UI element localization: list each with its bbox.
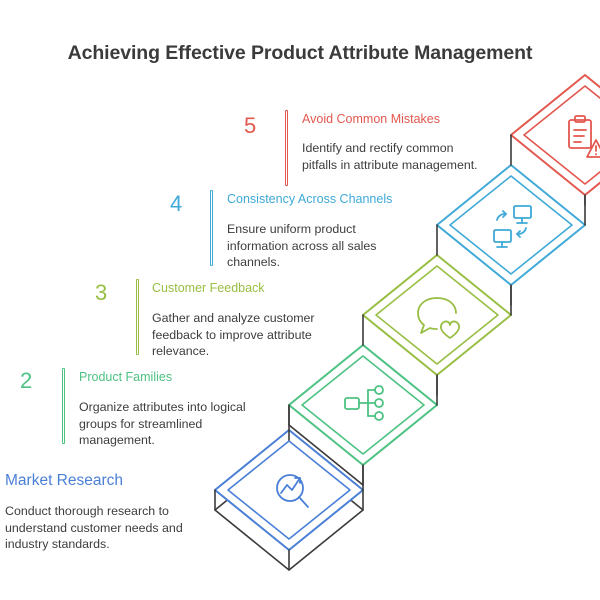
hierarchy-icon xyxy=(344,385,384,421)
stair-step-1 xyxy=(214,429,364,571)
market-research-icon xyxy=(276,474,309,508)
step-3-number: 3 xyxy=(95,280,108,305)
step-1-description: Conduct thorough research to understand … xyxy=(5,504,183,551)
warning-clipboard-icon xyxy=(568,115,600,158)
step-3-accent-bar xyxy=(136,279,139,355)
step-3-heading: Customer Feedback xyxy=(152,281,265,295)
step-4-heading: Consistency Across Channels xyxy=(227,192,393,206)
step-3-description: Gather and analyze customer feedback to … xyxy=(152,311,315,358)
page-title: Achieving Effective Product Attribute Ma… xyxy=(67,42,533,64)
step-2-accent-bar xyxy=(62,368,65,444)
sync-monitors-icon xyxy=(493,205,532,248)
step-2-heading: Product Families xyxy=(79,370,173,384)
step-5-accent-bar xyxy=(285,110,288,186)
step-1-heading: Market Research xyxy=(5,472,124,489)
stair-step-3 xyxy=(362,254,512,396)
stair-step-4 xyxy=(436,164,586,306)
step-2-number: 2 xyxy=(20,368,33,393)
step-4-number: 4 xyxy=(170,191,183,216)
step-4-accent-bar xyxy=(210,190,213,266)
step-4-description: Ensure uniform product information acros… xyxy=(227,222,377,269)
stair-step-5 xyxy=(510,74,600,206)
step-2-description: Organize attributes into logical groups … xyxy=(79,400,246,447)
step-5-heading: Avoid Common Mistakes xyxy=(302,112,441,126)
step-5-number: 5 xyxy=(244,113,257,138)
step-5-description: Identify and rectify common pitfalls in … xyxy=(302,141,478,172)
feedback-heart-icon xyxy=(417,297,460,339)
